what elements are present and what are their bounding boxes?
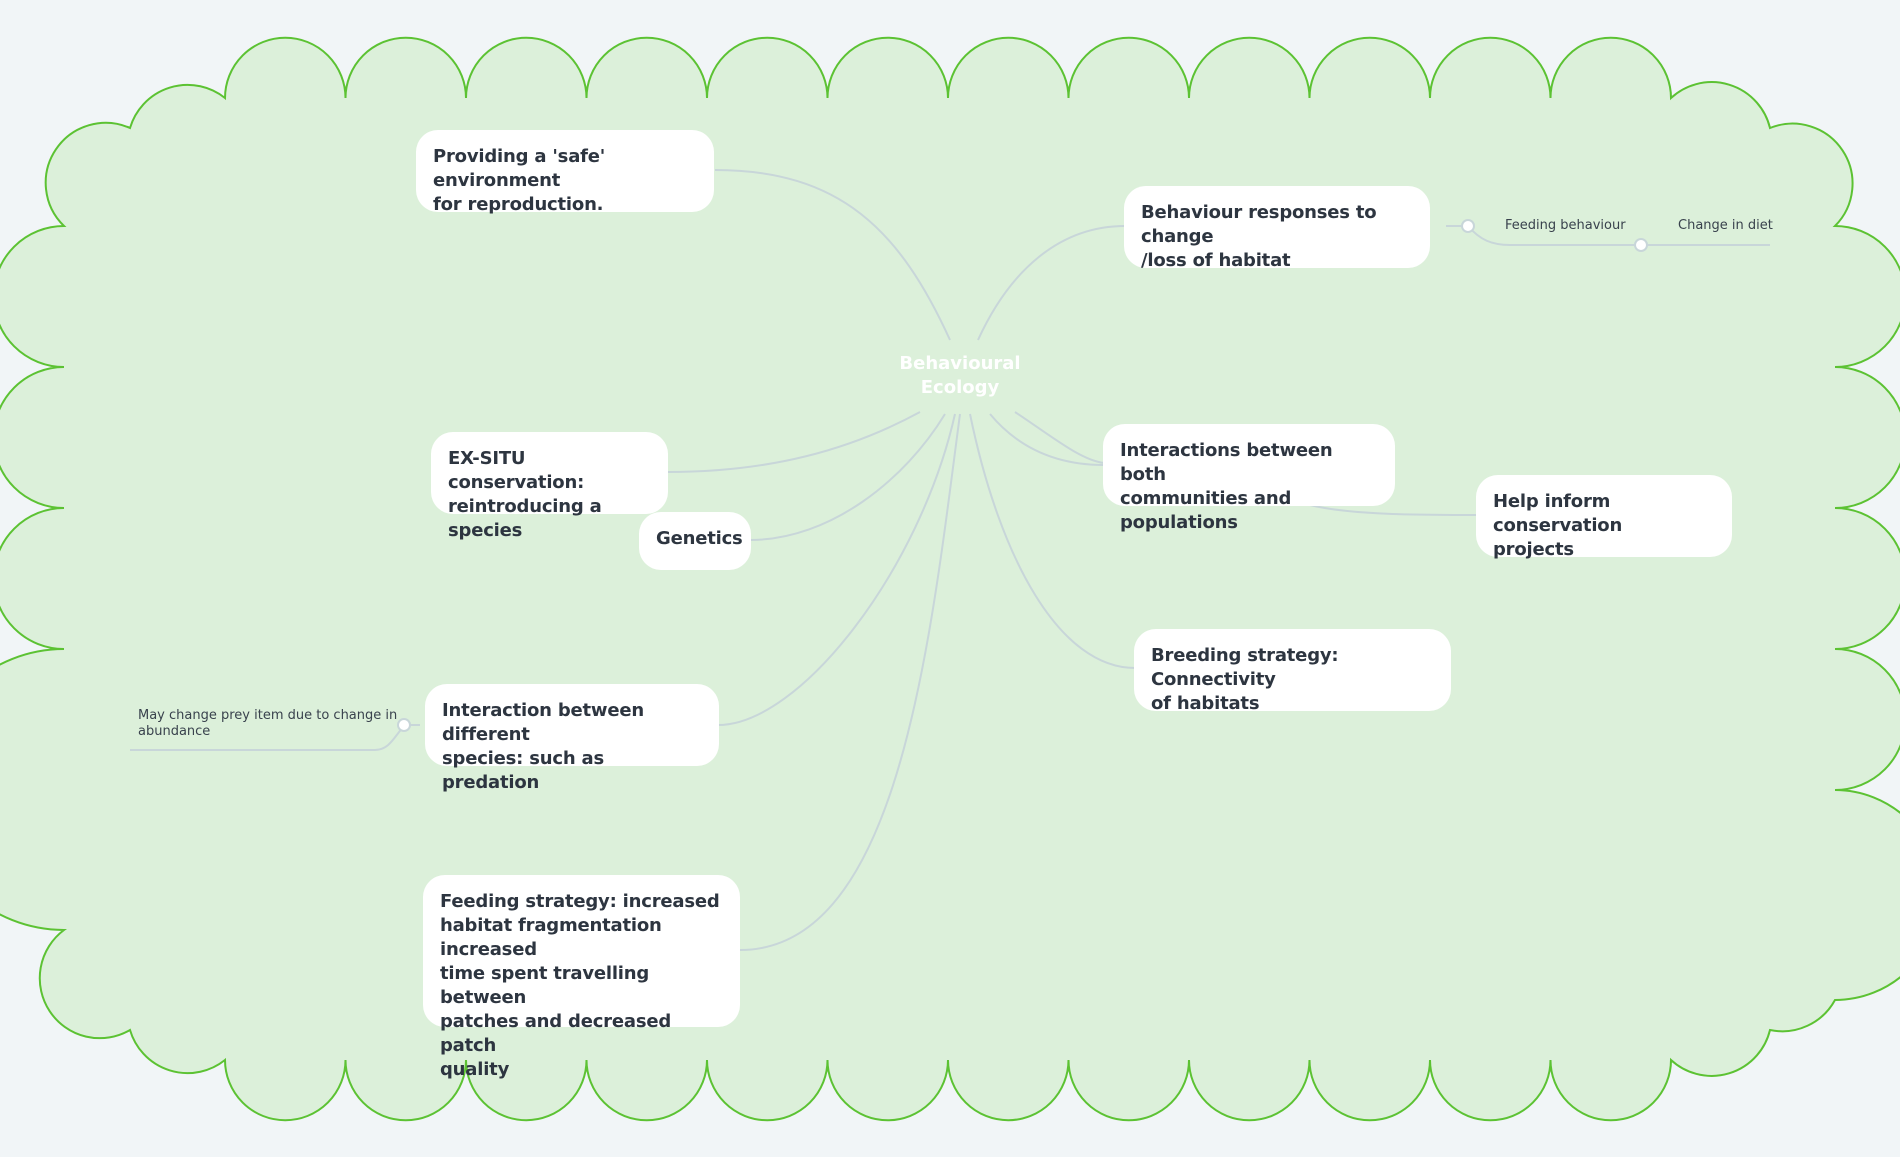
node-interactions-communities[interactable]: Interactions between both communities an… (1103, 424, 1395, 533)
connector-interactions-b (989, 413, 1105, 466)
node-ex-situ-conservation[interactable]: EX-SITU conservation: reintroducing a sp… (431, 432, 668, 541)
node-interaction-species[interactable]: Interaction between different species: s… (425, 684, 719, 793)
cloud-boundary (0, 36, 1900, 1122)
node-help-inform[interactable]: Help inform conservation projects (1476, 475, 1732, 560)
node-genetics[interactable]: Genetics (639, 512, 751, 570)
node-behaviour-responses[interactable]: Behaviour responses to change /loss of h… (1124, 186, 1430, 271)
connector-safe-env (714, 169, 951, 341)
node-feeding-strategy[interactable]: Feeding strategy: increased habitat frag… (423, 875, 740, 1080)
connector-genetics (749, 413, 946, 541)
joint-change-diet (1634, 238, 1648, 252)
connector-behaviour (977, 225, 1126, 341)
connector-ex-situ (667, 411, 921, 473)
joint-feeding-behaviour (1461, 219, 1475, 233)
leaf-change-in-diet[interactable]: Change in diet (1678, 218, 1773, 233)
connector-breeding (969, 413, 1136, 669)
central-topic[interactable]: Behavioural Ecology (899, 353, 1021, 398)
connector-help-inform (1309, 504, 1479, 516)
connector-feeding-strategy (739, 413, 961, 951)
connector-joints (397, 219, 1648, 732)
leaf-prey-change[interactable]: May change prey item due to change in ab… (138, 708, 398, 739)
connector-interaction-species (717, 413, 956, 726)
leaf-feeding-behaviour[interactable]: Feeding behaviour (1505, 218, 1626, 233)
connector-interactions-a (1014, 411, 1105, 464)
node-breeding-strategy[interactable]: Breeding strategy: Connectivity of habit… (1134, 629, 1451, 714)
joint-prey-change (397, 718, 411, 732)
node-safe-environment[interactable]: Providing a 'safe' environment for repro… (416, 130, 714, 215)
